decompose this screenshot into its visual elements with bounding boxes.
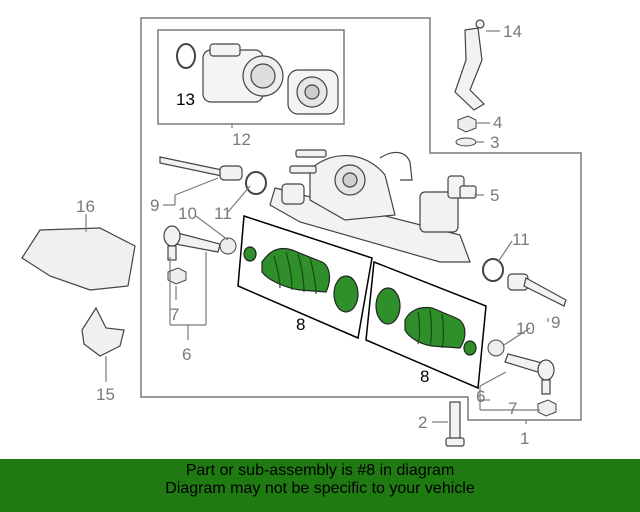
heat-shield-16	[21, 227, 136, 291]
callout-11-left: 11	[214, 204, 232, 223]
outer-tie-rod-left	[163, 225, 221, 261]
steering-gear-housing	[269, 155, 471, 263]
inner-tie-rod-right	[507, 273, 567, 307]
callout-4: 4	[493, 113, 502, 132]
disclaimer-line-2: Diagram may not be specific to your vehi…	[165, 480, 475, 497]
bolts	[289, 149, 477, 199]
callout-7-right: 7	[508, 399, 517, 418]
callout-10-right: 10	[516, 319, 535, 338]
callout-6-right: 6	[476, 387, 485, 406]
grommet-10-right	[487, 339, 505, 357]
o-ring-11-left	[245, 171, 267, 195]
callout-9-right: 9	[551, 313, 560, 332]
callout-8-left: 8	[296, 315, 305, 334]
leader-lines	[85, 30, 549, 424]
callout-1: 1	[520, 429, 529, 448]
outer-tie-rod-right	[504, 353, 555, 395]
boot-right	[375, 287, 477, 356]
disclaimer-line-1: Part or sub-assembly is #8 in diagram	[185, 462, 455, 479]
motor-assembly	[202, 43, 339, 115]
o-ring-13	[176, 43, 196, 69]
callout-8-right: 8	[420, 367, 429, 386]
callout-14: 14	[503, 22, 522, 41]
callout-13: 13	[176, 90, 195, 109]
callout-3: 3	[490, 133, 499, 152]
bracket-15	[81, 306, 125, 357]
callout-9-left: 9	[150, 196, 159, 215]
washer-3	[455, 137, 477, 147]
o-ring-11-right	[482, 258, 504, 282]
callout-7-left: 7	[170, 305, 179, 324]
assembly-outline	[140, 17, 582, 421]
callout-5: 5	[490, 186, 499, 205]
disclaimer-banner: Part or sub-assembly is #8 in diagram Di…	[0, 459, 640, 512]
callout-10-left: 10	[178, 204, 197, 223]
grommet-10-left	[219, 237, 237, 255]
callout-15: 15	[96, 385, 115, 404]
inner-tie-rod-left	[159, 156, 243, 181]
bracket-14	[454, 19, 485, 111]
boot-kit-box-right	[365, 260, 487, 390]
nut-7-left	[167, 267, 187, 285]
boot-left	[243, 246, 359, 313]
callout-6-left: 6	[182, 345, 191, 364]
nut-7-right	[537, 399, 557, 417]
boot-kit-box-left	[237, 214, 373, 340]
callout-11-right: 11	[512, 230, 530, 249]
callout-12: 12	[232, 130, 251, 149]
nut-4	[457, 115, 477, 133]
callout-16: 16	[76, 197, 95, 216]
callout-2: 2	[418, 413, 427, 432]
motor-subassembly-box	[157, 29, 345, 125]
bolt-2	[445, 401, 465, 447]
parts-diagram: 14 13 4 3 12 5 16 9 10 11 11 7 8 9 10 6 …	[21, 17, 582, 448]
